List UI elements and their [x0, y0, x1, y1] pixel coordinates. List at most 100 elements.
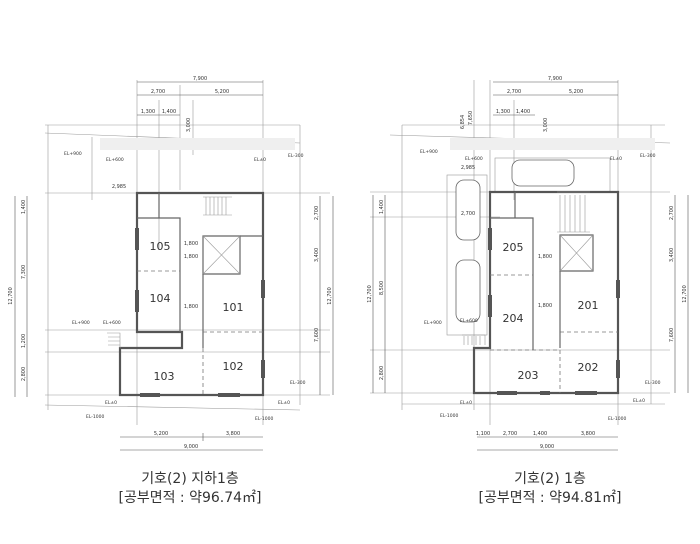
dim-label: 1,800: [184, 304, 198, 310]
level-label: EL±0: [633, 398, 645, 404]
dim-label: 1,800: [184, 241, 198, 247]
grid-lines: [370, 80, 671, 425]
dim-label: 7,600: [314, 328, 320, 342]
dim-label: 5,200: [154, 431, 168, 437]
dim-label: 1,400: [162, 109, 176, 115]
caption-area: [공부면적 : 약96.74㎡]: [118, 490, 262, 506]
caption-area: [공부면적 : 약94.81㎡]: [478, 490, 622, 506]
level-label: EL±0: [254, 157, 266, 163]
level-label: EL-1000: [608, 416, 626, 422]
room-205: 205: [503, 241, 524, 254]
dim-label: 8,500: [379, 281, 385, 295]
level-label: EL-300: [288, 153, 304, 159]
level-label: EL-300: [645, 380, 661, 386]
level-label: EL+600: [465, 156, 483, 162]
dim-label: 3,400: [669, 248, 675, 262]
dimensions-left: 12,700 1,400 7,300 1,200 2,800: [8, 196, 28, 397]
plan-basement-1: 7,900 2,700 5,200 1,300 1,400 3,000 12,7…: [8, 76, 334, 451]
dim-label: 12,700: [327, 287, 333, 305]
dimensions-top: 7,900 2,700 5,200 1,300 1,400 3,000 6,85…: [460, 76, 618, 132]
level-label: EL±0: [610, 156, 622, 162]
dim-label: 9,000: [184, 444, 198, 450]
dim-label: 12,700: [682, 285, 688, 303]
room-102: 102: [223, 360, 244, 373]
room-202: 202: [578, 361, 599, 374]
dimensions-top: 7,900 2,700 5,200 1,300 1,400 3,000: [137, 76, 263, 132]
level-label: EL+600: [103, 320, 121, 326]
level-label: EL±0: [278, 400, 290, 406]
dim-label: 2,700: [461, 211, 475, 217]
dim-label: 1,400: [379, 200, 385, 214]
car-icon: [455, 179, 481, 241]
dimensions-bottom: 5,200 3,800 9,000: [120, 431, 263, 451]
level-label: EL+600: [106, 157, 124, 163]
dim-label: 1,400: [533, 431, 547, 437]
plan-floor-1: 7,900 2,700 5,200 1,300 1,400 3,000 6,85…: [367, 76, 689, 451]
level-label: EL±0: [460, 400, 472, 406]
dim-label: 2,700: [507, 89, 521, 95]
level-label: EL±0: [105, 400, 117, 406]
dim-label: 2,700: [151, 89, 165, 95]
dim-label: 2,800: [379, 366, 385, 380]
dim-label: 1,400: [516, 109, 530, 115]
room-201: 201: [578, 299, 599, 312]
dimensions-bottom: 1,100 2,700 1,400 3,800 9,000: [476, 431, 618, 451]
level-label: EL+900: [424, 320, 442, 326]
dim-label: 7,900: [548, 76, 562, 82]
dim-label: 7,900: [193, 76, 207, 82]
dim-label: 1,200: [21, 334, 27, 348]
walls: [107, 191, 265, 397]
parking-area: [446, 157, 611, 345]
room-103: 103: [154, 370, 175, 383]
caption-basement-1: 기호(2) 지하1층 [공부면적 : 약96.74㎡]: [40, 470, 340, 508]
room-203: 203: [518, 369, 539, 382]
level-label: EL+900: [64, 151, 82, 157]
dim-label: 1,800: [538, 303, 552, 309]
dim-label: 2,700: [503, 431, 517, 437]
dim-label: 3,800: [226, 431, 240, 437]
dim-label: 3,000: [186, 118, 192, 132]
dim-label: 6,854: [460, 115, 466, 129]
caption-title: 기호(2) 1층: [514, 471, 586, 487]
dimensions-right: 2,700 3,400 7,600 12,700: [314, 196, 334, 395]
dim-label: 2,985: [112, 184, 126, 190]
dim-label: 2,700: [669, 206, 675, 220]
dim-label: 5,200: [569, 89, 583, 95]
caption-title: 기호(2) 지하1층: [141, 471, 239, 487]
dimensions-right: 2,700 3,400 7,600 12,700: [669, 195, 689, 393]
caption-floor-1: 기호(2) 1층 [공부면적 : 약94.81㎡]: [400, 470, 700, 508]
level-label: EL-1000: [440, 413, 458, 419]
room-204: 204: [503, 312, 524, 325]
dimensions-left: 12,700 1,400 8,500 2,800: [367, 195, 386, 393]
dim-label: 2,700: [314, 206, 320, 220]
dim-label: 3,000: [543, 118, 549, 132]
level-label: EL-300: [640, 153, 656, 159]
level-label: EL-1000: [255, 416, 273, 422]
dim-label: 3,800: [581, 431, 595, 437]
car-icon: [511, 159, 575, 187]
dim-label: 2,985: [461, 165, 475, 171]
dim-label: 9,000: [540, 444, 554, 450]
dim-label: 1,800: [184, 254, 198, 260]
dim-label: 7,650: [468, 111, 474, 125]
dim-label: 7,600: [669, 328, 675, 342]
dim-label: 12,700: [8, 287, 14, 305]
dim-label: 1,100: [476, 431, 490, 437]
dim-label: 1,300: [141, 109, 155, 115]
level-label: EL+600: [460, 318, 478, 324]
car-icon: [455, 259, 481, 323]
level-markers: EL+900 EL+600 EL±0 EL-300 EL+900 EL+600 …: [420, 149, 661, 422]
dim-label: 1,400: [21, 200, 27, 214]
dim-label: 12,700: [367, 285, 373, 303]
dim-label: 5,200: [215, 89, 229, 95]
level-label: EL+900: [420, 149, 438, 155]
level-label: EL+900: [72, 320, 90, 326]
level-label: EL-300: [290, 380, 306, 386]
dim-label: 1,800: [538, 254, 552, 260]
room-105: 105: [150, 240, 171, 253]
room-101: 101: [223, 301, 244, 314]
dim-label: 1,300: [496, 109, 510, 115]
walls: [472, 190, 620, 395]
dim-label: 7,300: [21, 265, 27, 279]
